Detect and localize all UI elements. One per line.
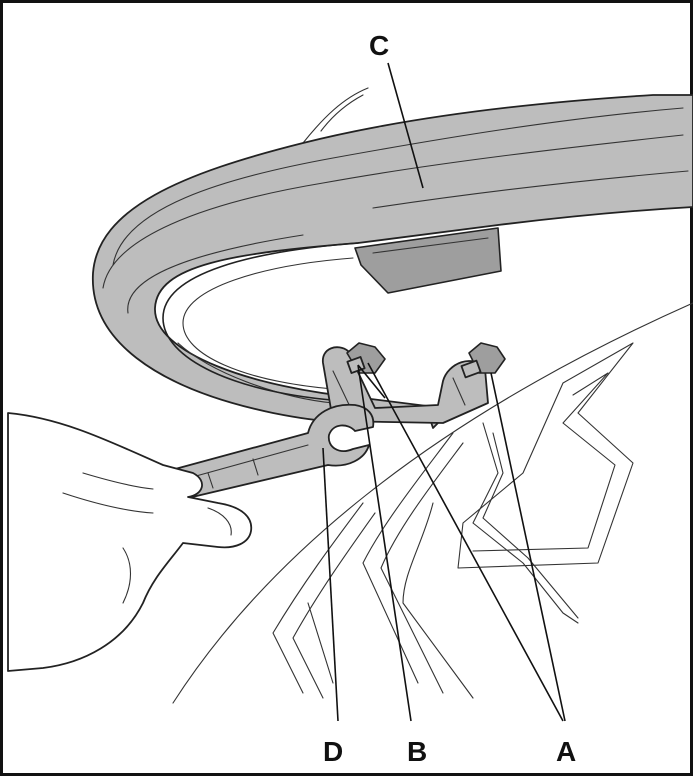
background-sweep-line-2: [321, 95, 363, 131]
leader-line-a-1: [368, 363, 563, 721]
assembly-illustration: C D B A: [3, 3, 693, 779]
leader-line-a-2: [491, 373, 565, 721]
bolt-b: [347, 343, 385, 373]
callout-d: D: [323, 736, 343, 767]
hand: [8, 413, 251, 671]
callout-a: A: [556, 736, 576, 767]
callout-b: B: [407, 736, 427, 767]
callout-c: C: [369, 30, 389, 61]
